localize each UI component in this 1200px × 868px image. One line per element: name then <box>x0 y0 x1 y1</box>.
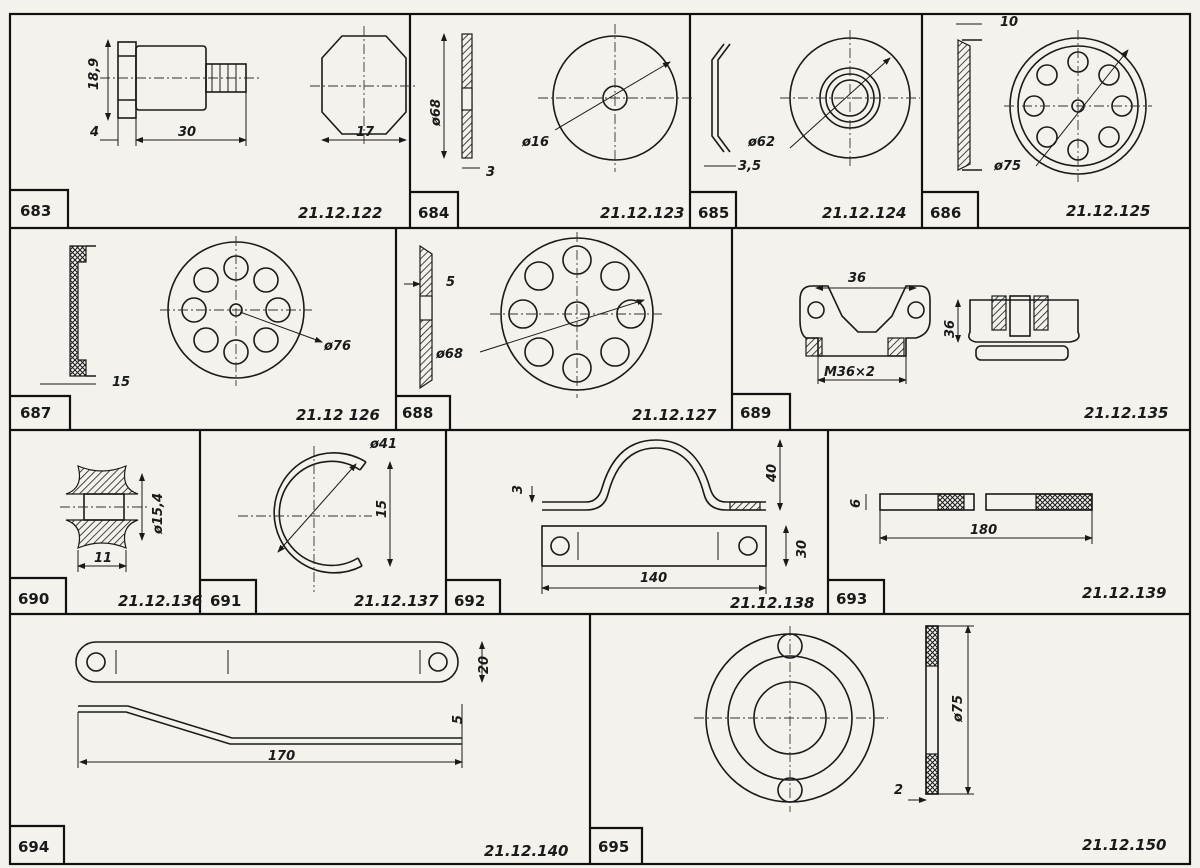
part-number-684: 684 <box>418 204 449 222</box>
dim-691-a: ø41 <box>369 437 397 452</box>
part-684-drawing <box>441 24 692 172</box>
part-code-690: 21.12.136 <box>118 592 202 610</box>
part-689-drawing <box>799 285 1080 384</box>
part-number-694: 694 <box>18 838 49 856</box>
dim-687-b: ø76 <box>323 339 351 354</box>
dim-688-a: 5 <box>446 275 455 290</box>
dim-692-d: 140 <box>640 571 667 586</box>
part-686-drawing <box>956 23 1152 182</box>
part-code-691: 21.12.137 <box>354 592 439 610</box>
dim-695-a: ø75 <box>951 695 966 723</box>
dim-695-b: 2 <box>894 783 903 798</box>
dim-683-c: 30 <box>178 125 196 140</box>
part-code-695: 21.12.150 <box>1082 836 1166 854</box>
part-code-693: 21.12.139 <box>1082 584 1166 602</box>
dim-692-b: 40 <box>765 464 780 483</box>
part-685-drawing <box>704 30 920 167</box>
part-number-690: 690 <box>18 590 49 608</box>
part-code-687: 21.12 126 <box>296 406 380 424</box>
sheet-frame <box>8 12 1192 866</box>
dim-690-a: ø15,4 <box>151 493 166 535</box>
part-number-693: 693 <box>836 590 867 608</box>
dim-687-a: 15 <box>112 375 130 390</box>
part-number-695: 695 <box>598 838 629 856</box>
dim-683-d: 17 <box>356 125 375 140</box>
part-number-691: 691 <box>210 592 241 610</box>
part-code-685: 21.12.124 <box>822 204 906 222</box>
part-number-685: 685 <box>698 204 729 222</box>
part-code-684: 21.12.123 <box>600 204 684 222</box>
part-694-drawing <box>75 641 485 768</box>
dim-688-b: ø68 <box>435 347 463 362</box>
part-687-drawing <box>40 236 323 386</box>
dim-686-a: 10 <box>1000 15 1018 30</box>
part-692-drawing <box>529 439 789 594</box>
dim-685-b: ø62 <box>747 135 775 150</box>
dim-690-b: 11 <box>94 551 112 566</box>
dim-692-a: 3 <box>511 485 526 494</box>
dim-684-b: 3 <box>486 165 495 180</box>
dim-689-b: M36×2 <box>824 365 875 380</box>
part-695-drawing <box>694 625 974 812</box>
dim-689-a: 36 <box>848 271 866 286</box>
part-number-687: 687 <box>20 404 51 422</box>
dim-685-a: 3,5 <box>738 159 761 174</box>
part-code-686: 21.12.125 <box>1066 202 1150 220</box>
part-691-drawing <box>238 446 393 592</box>
dim-692-c: 30 <box>795 540 810 558</box>
part-number-683: 683 <box>20 202 51 220</box>
dim-683-b: 4 <box>89 125 99 140</box>
dim-684-a: ø68 <box>429 99 444 127</box>
part-code-683: 21.12.122 <box>298 204 382 222</box>
dim-686-b: ø75 <box>993 159 1021 174</box>
part-number-686: 686 <box>930 204 961 222</box>
part-693-drawing <box>865 493 1093 544</box>
dim-684-c: ø16 <box>521 135 549 150</box>
part-683-drawing <box>100 26 418 146</box>
part-code-689: 21.12.135 <box>1084 404 1168 422</box>
part-688-drawing <box>404 232 664 398</box>
part-code-688: 21.12.127 <box>632 406 717 424</box>
dim-693-b: 180 <box>970 523 997 538</box>
dim-689-c: 36 <box>943 320 958 338</box>
dim-694-c: 170 <box>268 749 295 764</box>
dim-694-b: 5 <box>451 715 466 724</box>
part-code-692: 21.12.138 <box>730 594 814 612</box>
dim-691-b: 15 <box>375 500 390 518</box>
part-690-drawing <box>60 464 148 572</box>
part-code-694: 21.12.140 <box>484 842 568 860</box>
part-number-688: 688 <box>402 404 433 422</box>
part-number-689: 689 <box>740 404 771 422</box>
part-number-692: 692 <box>454 592 485 610</box>
dim-683-a: 18,9 <box>87 58 102 90</box>
dim-693-a: 6 <box>849 499 864 508</box>
dim-694-a: 20 <box>477 656 492 674</box>
